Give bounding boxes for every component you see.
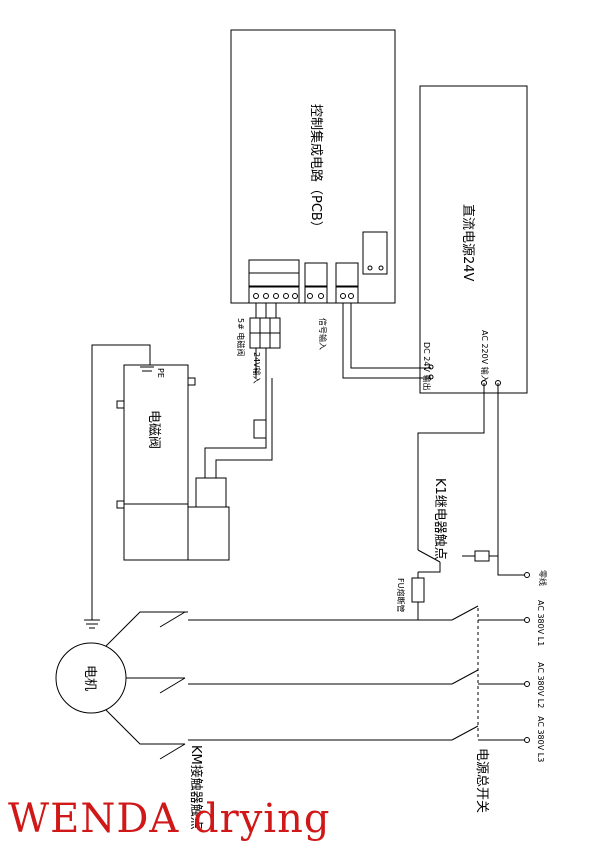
terminal-note-3: 信号输入 xyxy=(318,318,328,350)
fuse-label: FU熔断管 xyxy=(396,578,406,612)
pe-label: PE xyxy=(156,368,165,378)
relay-label: K1继电器触点 xyxy=(432,478,447,560)
fuse xyxy=(411,577,425,603)
motor-label: 电机 xyxy=(82,665,97,691)
pcb-title: 控制集成电路（PCB） xyxy=(308,104,324,234)
terminal-note-2: 24V输入 xyxy=(252,352,262,384)
watermark: WENDA drying xyxy=(8,796,331,842)
power-supply-box xyxy=(419,85,528,394)
power-supply-title: 直流电源24V xyxy=(460,204,475,282)
solenoid-label: 电磁阀 xyxy=(146,410,161,449)
pcb-connector-top xyxy=(362,231,388,275)
neutral-label: 零线 xyxy=(538,570,548,586)
ac-in-label: AC 220V 输入 xyxy=(480,330,490,383)
pcb-connector-right xyxy=(335,262,359,287)
contactor-label: KM接触器触点 xyxy=(188,745,204,830)
dc-out-label: DC 24V 输出 xyxy=(422,342,432,390)
phase-l1-label: AC 380V L1 xyxy=(536,600,545,646)
phase-l2-label: AC 380V L2 xyxy=(536,662,545,708)
terminal-note-1: 5# 电磁阀 xyxy=(236,318,246,356)
main-switch-label: 电源总开关 xyxy=(474,748,489,813)
pcb-connector-mid xyxy=(304,262,328,287)
phase-l3-label: AC 380V L3 xyxy=(536,716,545,762)
